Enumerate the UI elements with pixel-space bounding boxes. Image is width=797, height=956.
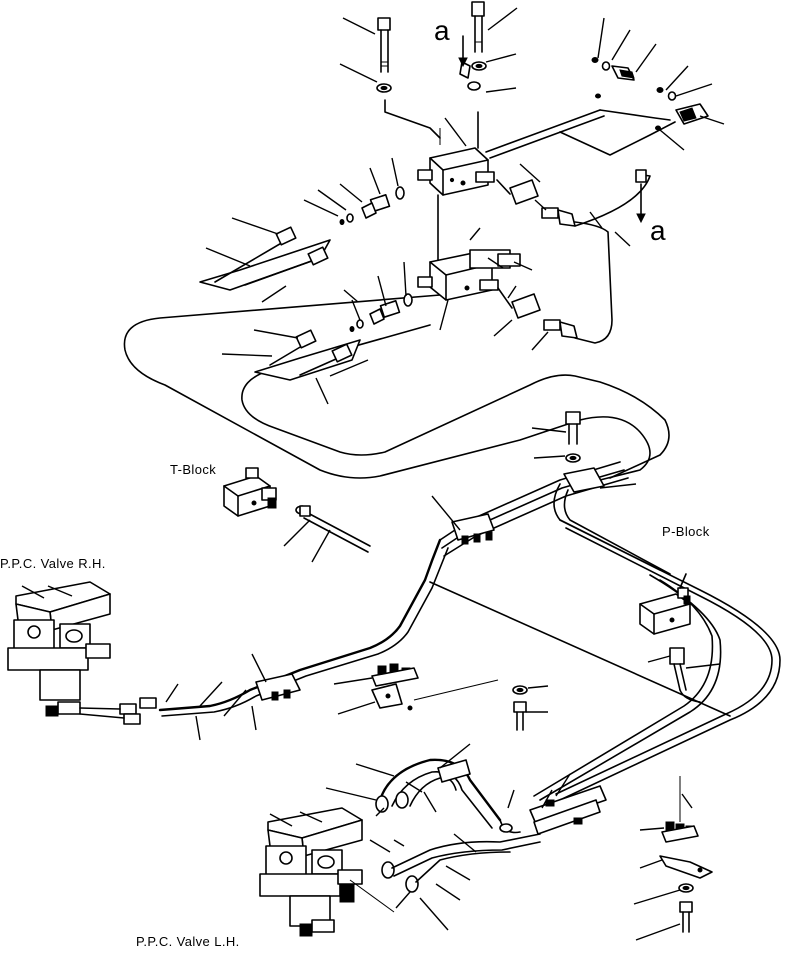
fitting-chain-upper-left bbox=[339, 186, 405, 225]
hose-bundle-center bbox=[439, 461, 671, 575]
hose-assembly-upper bbox=[199, 226, 331, 291]
ref-label-a-top: a bbox=[434, 15, 450, 46]
hose-assembly-lower bbox=[254, 329, 361, 381]
elbow-fitting-lower-right bbox=[497, 287, 578, 339]
leader-lines-mid bbox=[205, 157, 631, 405]
valve-block-upper bbox=[417, 147, 495, 196]
ppc-rh-hoses bbox=[79, 673, 301, 725]
hose-loop-outer bbox=[123, 294, 651, 481]
p-block-hose bbox=[669, 647, 701, 703]
elbow-fitting-upper-right bbox=[496, 179, 576, 227]
ppc-valve-rh bbox=[7, 581, 111, 717]
clamp-bracket-center bbox=[371, 663, 419, 711]
leader-lines-top bbox=[339, 7, 725, 151]
ppc-lh-hoses bbox=[375, 758, 607, 893]
clamp-bottom-right bbox=[659, 821, 713, 933]
ppc-valve-lh bbox=[259, 807, 363, 937]
valve-block-lower bbox=[417, 249, 521, 301]
ppc-valve-lh-label: P.P.C. Valve L.H. bbox=[136, 934, 240, 949]
p-block bbox=[639, 573, 691, 635]
t-block-hose bbox=[295, 505, 371, 553]
t-block bbox=[223, 467, 277, 517]
hose-loop-inner bbox=[241, 324, 670, 479]
bolt-top-center bbox=[459, 1, 487, 91]
fitting-top-right-2 bbox=[656, 87, 709, 125]
bolt-top-left bbox=[376, 17, 392, 93]
p-block-label: P-Block bbox=[662, 524, 710, 539]
t-block-label: T-Block bbox=[170, 462, 216, 477]
main-pipe-route bbox=[158, 519, 781, 801]
bolt-mid-right bbox=[565, 411, 581, 463]
bolt-center-lower bbox=[512, 685, 528, 731]
ref-label-a-right: a bbox=[650, 215, 666, 246]
ppc-valve-rh-label: P.P.C. Valve R.H. bbox=[0, 556, 106, 571]
fitting-top-right-1 bbox=[591, 57, 635, 81]
